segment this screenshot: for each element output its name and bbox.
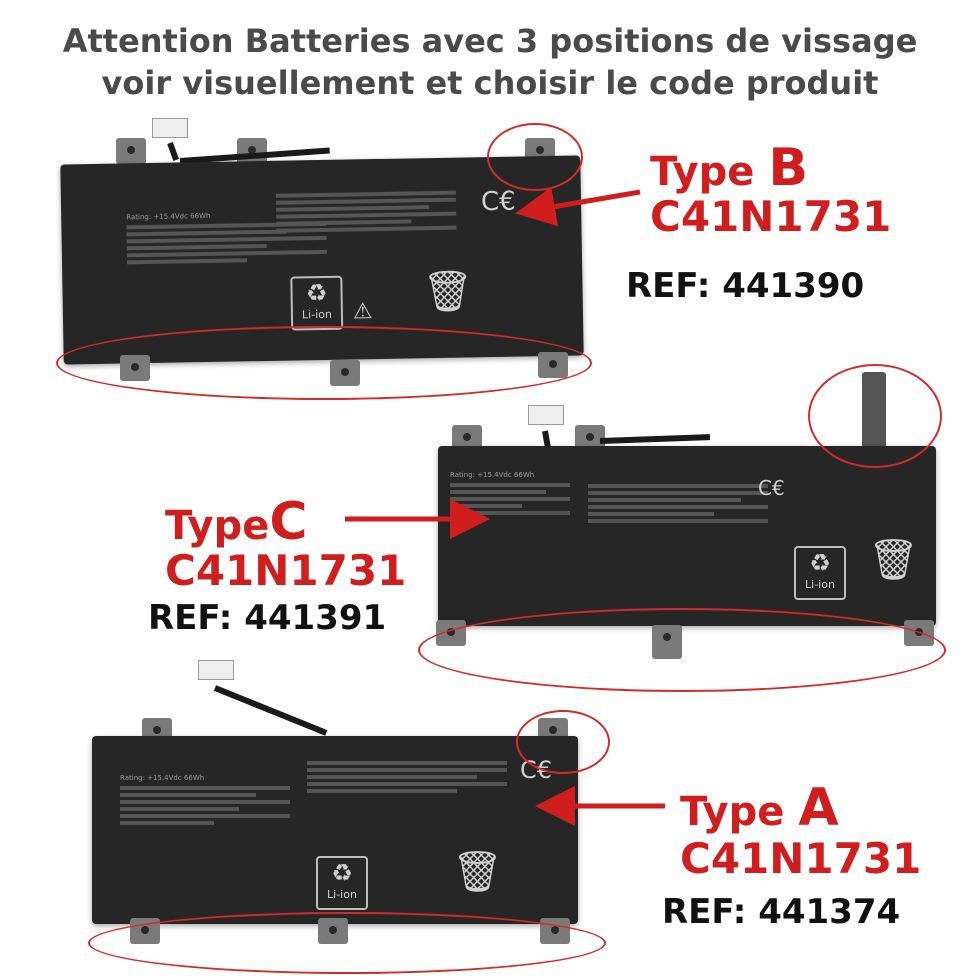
battery-connector (528, 405, 564, 425)
type-a-code: C41N1731 (680, 834, 922, 883)
mount-tab (116, 138, 146, 164)
battery-cable (599, 434, 711, 444)
highlight-circle (56, 326, 592, 400)
type-letter: B (768, 138, 808, 198)
recycle-icon: ♻Li-ion (794, 546, 846, 600)
battery-cable (213, 685, 328, 736)
rating-text: Rating: +15.4Vdc 66Wh (126, 211, 211, 222)
type-a-label: Type A (680, 778, 839, 838)
type-prefix: Type (650, 149, 769, 195)
type-prefix: Type (165, 503, 270, 549)
type-c-label: TypeC (165, 492, 308, 552)
battery-label-text (275, 188, 458, 281)
type-c-code: C41N1731 (165, 546, 407, 595)
battery-body: Rating: +15.4Vdc 66Wh ♻Li-ion 🗑 C€ (92, 736, 578, 924)
type-c-ref: REF: 441391 (148, 598, 387, 638)
battery-label-text (307, 758, 507, 858)
type-letter: A (798, 778, 839, 838)
type-b-ref: REF: 441390 (626, 266, 865, 306)
recycle-icon: ♻Li-ion (290, 275, 344, 331)
highlight-circle (808, 364, 942, 468)
battery-cable (167, 141, 179, 161)
highlight-circle (418, 608, 946, 692)
battery-label-text: Rating: +15.4Vdc 66Wh (450, 471, 570, 611)
highlight-circle (487, 123, 583, 191)
type-b-code: C41N1731 (650, 192, 892, 241)
warning-icon: ⚠ (352, 299, 373, 325)
battery-body: Rating: +15.4Vdc 66Wh ♻Li-ion 🗑 C€ (438, 446, 936, 626)
heading-line-2: voir visuellement et choisir le code pro… (101, 64, 879, 102)
rating-text: Rating: +15.4Vdc 66Wh (120, 774, 205, 782)
highlight-circle (88, 912, 606, 974)
recycle-icon: ♻Li-ion (316, 856, 368, 910)
type-b-label: Type B (650, 138, 808, 198)
ce-mark-icon: C€ (480, 186, 516, 218)
ce-mark-icon: C€ (758, 476, 785, 500)
rating-text: Rating: +15.4Vdc 66Wh (450, 471, 535, 479)
battery-label-text (588, 481, 768, 601)
type-a-ref: REF: 441374 (662, 892, 901, 932)
battery-label-text: Rating: +15.4Vdc 66Wh (120, 774, 290, 914)
heading-line-1: Attention Batteries avec 3 positions de … (62, 22, 918, 60)
battery-connector (152, 118, 188, 138)
mount-tab (237, 138, 267, 164)
crossed-bin-icon: 🗑 (868, 537, 919, 583)
type-prefix: Type (680, 789, 799, 835)
crossed-bin-icon: 🗑 (422, 268, 474, 316)
battery-connector (198, 660, 234, 680)
type-letter: C (269, 492, 308, 552)
highlight-circle (516, 710, 610, 774)
crossed-bin-icon: 🗑 (452, 849, 503, 895)
